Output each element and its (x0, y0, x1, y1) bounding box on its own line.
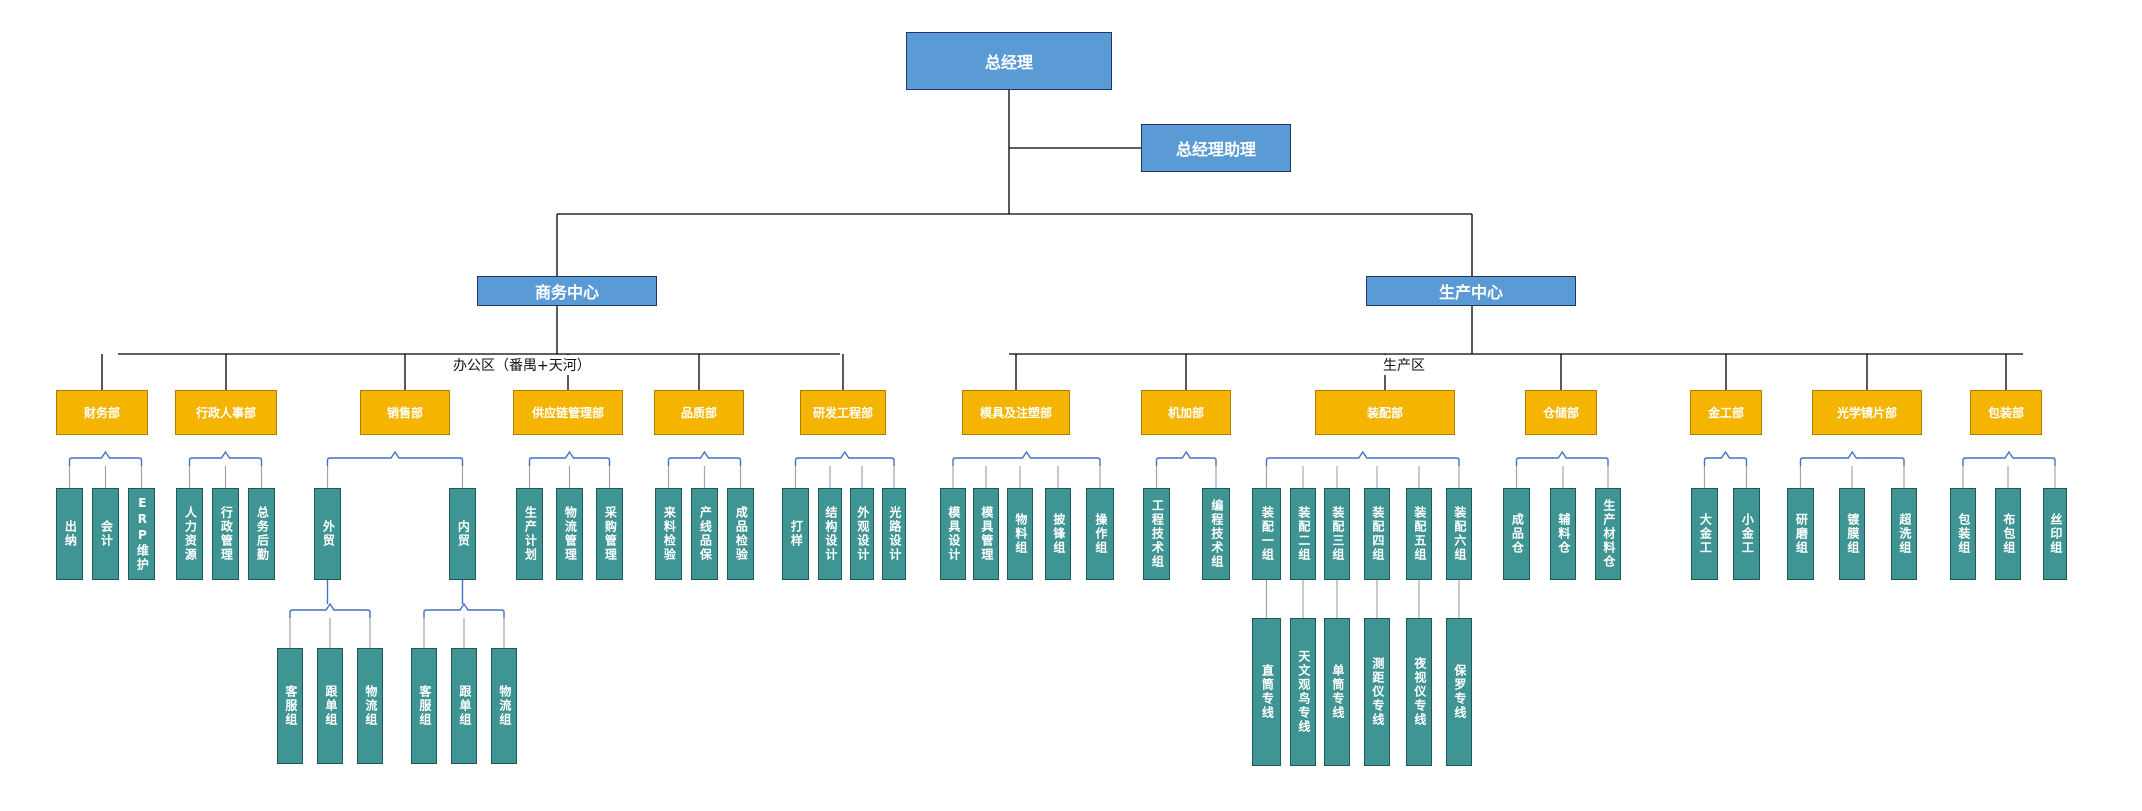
team-box: 采购管理 (596, 488, 623, 580)
team-box: 超洗组 (1891, 488, 1917, 580)
team-box: 研磨组 (1787, 488, 1814, 580)
group-bracket (68, 450, 143, 466)
production-center-box: 生产中心 (1366, 276, 1576, 306)
team-box: 包装组 (1950, 488, 1976, 580)
department-box: 供应链管理部 (513, 390, 623, 435)
department-box: 包装部 (1970, 390, 2042, 435)
department-box: 模具及注塑部 (962, 390, 1070, 435)
subteam-box: 保罗专线 (1446, 618, 1472, 766)
team-box: 大金工 (1691, 488, 1718, 580)
team-box: 生产材料仓 (1595, 488, 1621, 580)
team-box: 丝印组 (2043, 488, 2067, 580)
team-box: 装配五组 (1406, 488, 1432, 580)
group-bracket (326, 450, 464, 466)
subteam-box: 跟单组 (451, 648, 477, 764)
department-box: 机加部 (1141, 390, 1231, 435)
team-box: 外观设计 (850, 488, 874, 580)
department-box: 财务部 (56, 390, 148, 435)
team-box: 物料组 (1007, 488, 1033, 580)
team-box: 出纳 (56, 488, 83, 580)
team-box: 生产计划 (516, 488, 543, 580)
team-box: 物流管理 (556, 488, 583, 580)
team-box: 行政管理 (212, 488, 239, 580)
team-box: 编程技术组 (1202, 488, 1230, 580)
department-box: 装配部 (1315, 390, 1455, 435)
group-bracket (1799, 450, 1905, 466)
team-box: 会计 (92, 488, 119, 580)
department-box: 研发工程部 (800, 390, 886, 435)
business-center-box: 商务中心 (477, 276, 657, 306)
team-box: 装配四组 (1364, 488, 1390, 580)
group-bracket (1703, 450, 1748, 466)
team-box: 装配二组 (1290, 488, 1316, 580)
team-box: 来料检验 (655, 488, 682, 580)
team-box: 成品检验 (727, 488, 754, 580)
department-box: 销售部 (360, 390, 450, 435)
team-box: 工程技术组 (1143, 488, 1170, 580)
subteam-box: 客服组 (411, 648, 437, 764)
department-box: 行政人事部 (175, 390, 277, 435)
group-bracket (528, 450, 611, 466)
group-bracket (794, 450, 895, 466)
team-box: 布包组 (1995, 488, 2021, 580)
subteam-box: 测距仪专线 (1364, 618, 1390, 766)
team-box: 辅料仓 (1550, 488, 1576, 580)
team-box: 产线品保 (691, 488, 718, 580)
group-bracket (952, 450, 1101, 466)
team-box: 外贸 (314, 488, 341, 580)
team-box: ERP维护 (128, 488, 155, 580)
group-bracket (289, 602, 371, 618)
production-zone-label: 生产区 (1380, 355, 1428, 375)
team-box: 镀膜组 (1839, 488, 1865, 580)
group-bracket (1265, 450, 1460, 466)
team-box: 总务后勤 (248, 488, 275, 580)
subteam-box: 夜视仪专线 (1406, 618, 1432, 766)
group-bracket (1155, 450, 1217, 466)
team-box: 装配一组 (1252, 488, 1281, 580)
subteam-box: 天文观鸟专线 (1290, 618, 1316, 766)
group-bracket (667, 450, 742, 466)
team-box: 模具管理 (973, 488, 999, 580)
subteam-box: 客服组 (277, 648, 303, 764)
team-box: 小金工 (1733, 488, 1760, 580)
team-box: 装配六组 (1446, 488, 1472, 580)
team-box: 装配三组 (1324, 488, 1350, 580)
subteam-box: 跟单组 (317, 648, 343, 764)
group-bracket (1515, 450, 1609, 466)
team-box: 人力资源 (176, 488, 203, 580)
group-bracket (423, 602, 505, 618)
department-box: 仓储部 (1525, 390, 1597, 435)
department-box: 金工部 (1690, 390, 1762, 435)
team-box: 光路设计 (882, 488, 906, 580)
team-box: 结构设计 (818, 488, 842, 580)
subteam-box: 直筒专线 (1252, 618, 1281, 766)
assistant-box: 总经理助理 (1141, 124, 1291, 172)
team-box: 成品仓 (1503, 488, 1530, 580)
team-box: 操作组 (1086, 488, 1114, 580)
team-box: 打样 (782, 488, 809, 580)
office-zone-label: 办公区（番禺+天河） (450, 355, 594, 375)
team-box: 内贸 (449, 488, 476, 580)
department-box: 品质部 (654, 390, 744, 435)
group-bracket (188, 450, 263, 466)
team-box: 披锋组 (1045, 488, 1071, 580)
subteam-box: 物流组 (491, 648, 517, 764)
subteam-box: 单筒专线 (1324, 618, 1350, 766)
group-bracket (1962, 450, 2056, 466)
general-manager-box: 总经理 (906, 32, 1112, 90)
department-box: 光学镜片部 (1812, 390, 1922, 435)
team-box: 模具设计 (940, 488, 966, 580)
subteam-box: 物流组 (357, 648, 383, 764)
